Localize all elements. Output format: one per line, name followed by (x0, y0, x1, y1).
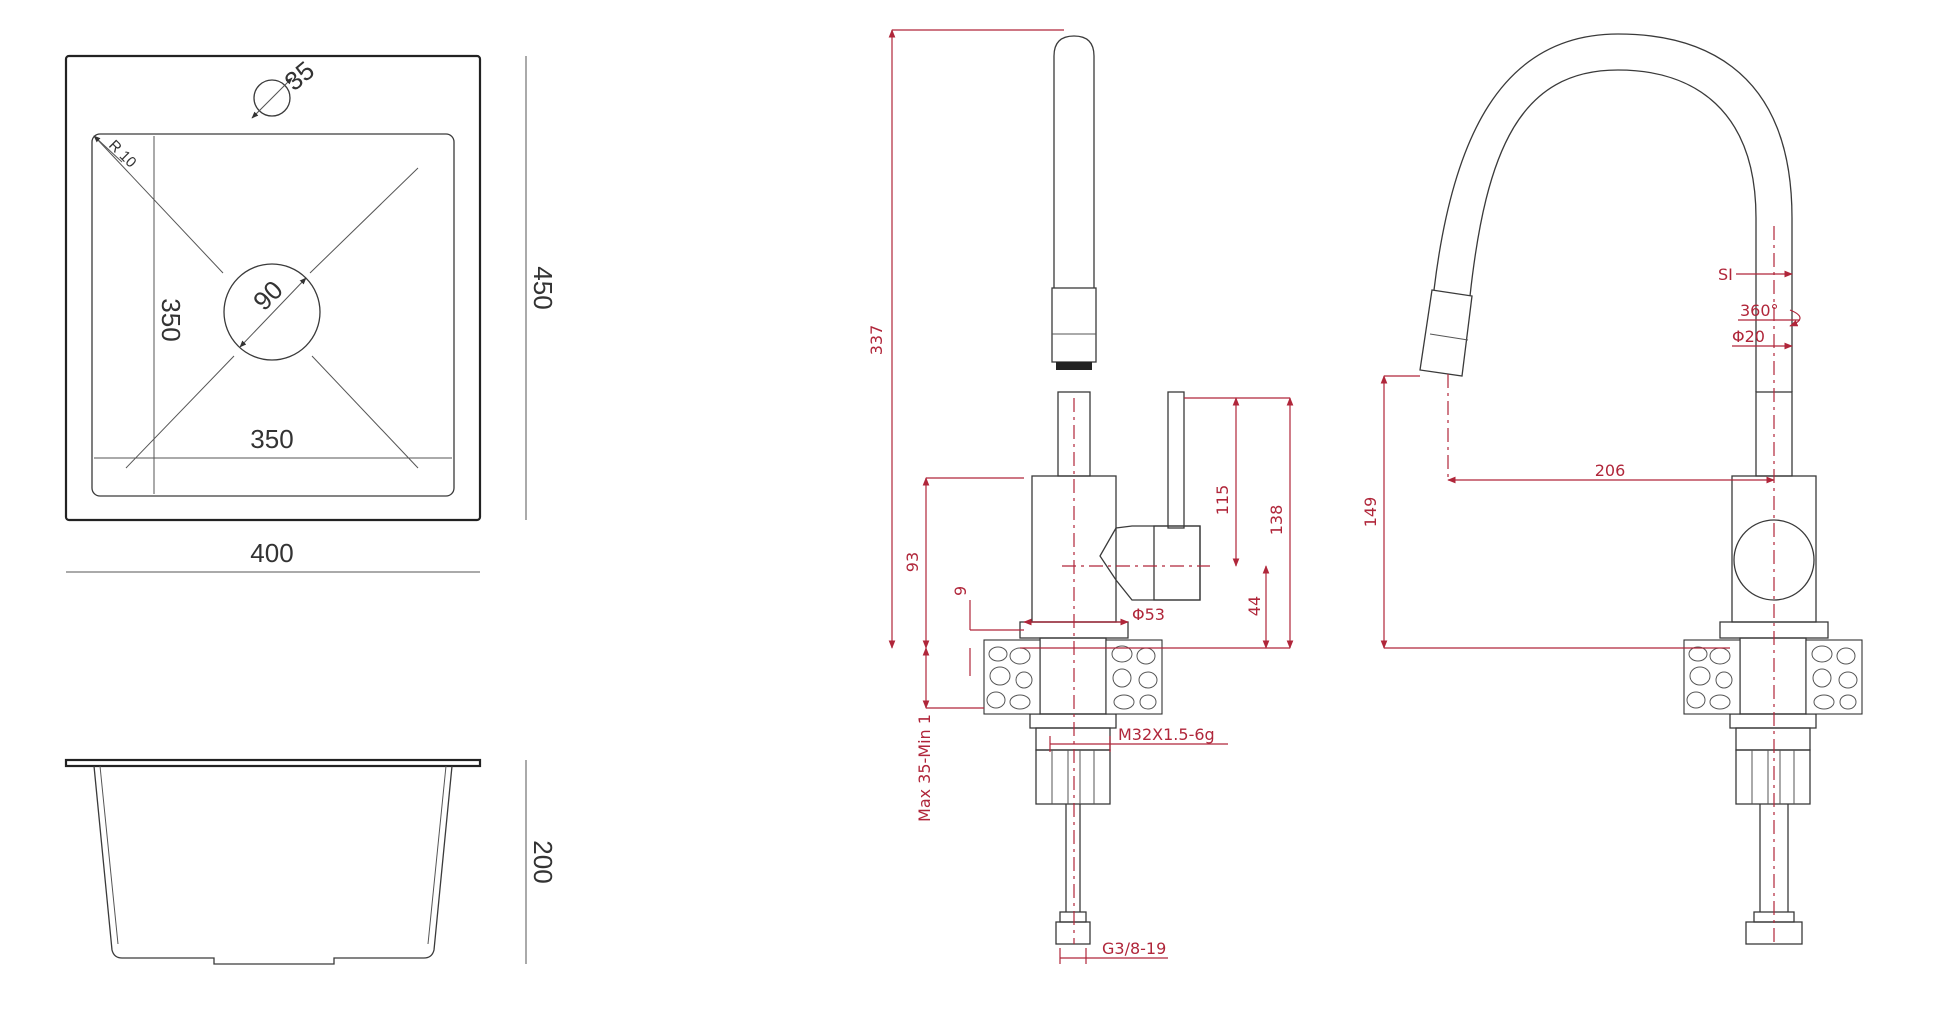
spray-head (1419, 289, 1473, 377)
thread-label: M32X1.5-6g (1118, 725, 1215, 744)
sl-label: SI (1718, 265, 1733, 284)
tap-hole-diameter-label: 35 (279, 55, 320, 97)
base-gap-label: 9 (951, 586, 970, 596)
reach-label: 206 (1595, 461, 1626, 480)
hose-thread-label: G3/8-19 (1102, 939, 1166, 958)
lever-offset-label: 44 (1245, 596, 1264, 616)
spout-diameter-label: Φ20 (1732, 327, 1765, 346)
total-height-label: 337 (867, 325, 886, 356)
faucet-side-view: 149 206 SI 360° Φ20 (1361, 33, 1863, 945)
spout-arc-inner (1469, 69, 1757, 392)
countertop-label: Max 35-Min 1 (915, 714, 934, 822)
body-height-label: 93 (903, 552, 922, 572)
lever-total-label: 138 (1267, 505, 1286, 536)
overall-height-label: 450 (528, 266, 558, 309)
hose-fitting (1055, 921, 1091, 945)
faucet-front-view: 337 93 9 115 138 44 Φ53 Max 35-Min 1 M32… (867, 29, 1294, 964)
drain-diameter-label: 90 (247, 275, 289, 317)
sink-bowl-profile (93, 765, 453, 965)
spout-arc-outer (1433, 33, 1793, 392)
side-countertop-left (1683, 639, 1741, 715)
rotation-label: 360° (1740, 301, 1779, 320)
bowl-width-label: 350 (250, 424, 293, 454)
lever-height-label: 115 (1213, 485, 1232, 516)
spray-height-label: 149 (1361, 497, 1380, 528)
mounting-shank (1039, 637, 1107, 715)
drain-hole (223, 263, 321, 361)
overall-width-label: 400 (250, 538, 293, 568)
countertop-left (983, 639, 1041, 715)
sink-outer-rim (64, 54, 482, 522)
lever-cartridge (1099, 525, 1201, 601)
side-lever-knob (1733, 519, 1815, 601)
hose-connector (1035, 749, 1111, 805)
bowl-depth-label: 350 (156, 298, 186, 341)
sink-side-view: 200 (64, 758, 558, 965)
spout-nozzle (1051, 287, 1097, 363)
sink-depth-label: 200 (528, 840, 558, 883)
aerator (1056, 362, 1092, 370)
sink-flange (64, 758, 482, 768)
sink-bowl (91, 133, 455, 497)
base-diameter-label: Φ53 (1132, 605, 1165, 624)
spout-tube (1053, 35, 1095, 288)
nut (1029, 713, 1117, 729)
lever-handle (1167, 391, 1185, 529)
sink-top-view: 35 90 R 10 350 350 450 400 (64, 54, 558, 573)
